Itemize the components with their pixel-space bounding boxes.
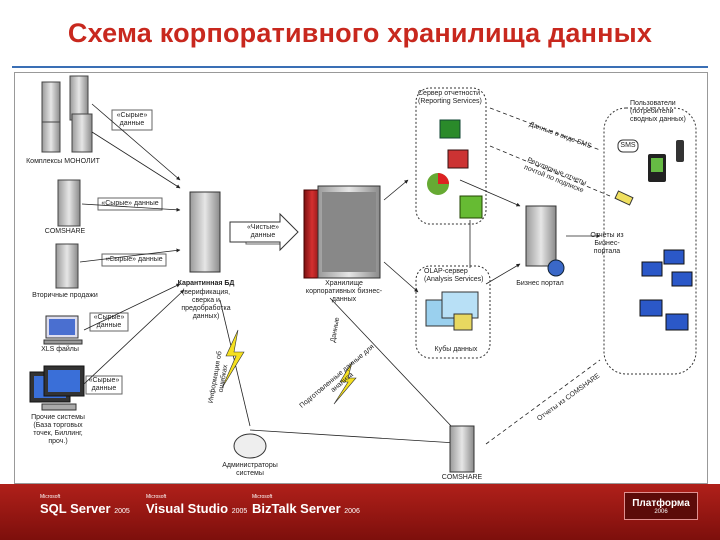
report-icons xyxy=(427,119,483,219)
sms-bubble xyxy=(617,139,639,153)
users-cluster xyxy=(603,107,697,375)
clean-data-arrow xyxy=(229,212,299,252)
reporting-cluster xyxy=(415,87,487,225)
label-comshare-bottom: COMSHARE xyxy=(441,474,483,481)
label-sms: SMS xyxy=(620,142,636,149)
label-sales: Вторичные продажи xyxy=(32,292,98,299)
platform-year: 2006 xyxy=(654,509,668,515)
footer-sql-server: SQL Server 2005 xyxy=(40,501,130,516)
footer-vendor-1: Microsoft xyxy=(40,494,61,500)
label-users: Пользователи (потребители сводных данных… xyxy=(630,100,686,123)
olap-cluster xyxy=(415,265,491,359)
label-raw-4: «Сырые» данные xyxy=(93,314,125,329)
footer-vendor-2: Microsoft xyxy=(146,494,167,500)
comshare-server-bottom xyxy=(449,425,475,473)
lightning-left xyxy=(221,329,245,389)
laptop-icons xyxy=(639,249,693,331)
footer-biztalk: BizTalk Server 2006 xyxy=(252,501,360,516)
label-olap: OLAP-сервер (Analysis Services) xyxy=(424,268,484,283)
title-divider xyxy=(12,66,708,68)
label-xls: XLS файлы xyxy=(41,346,79,353)
label-reports-portal: Отчеты из Бизнес-портала xyxy=(590,232,624,255)
label-comshare-left: COMSHARE xyxy=(44,228,86,235)
label-raw-5: «Сырые» данные xyxy=(88,377,120,392)
other-systems-computers xyxy=(29,365,85,411)
data-cube xyxy=(425,291,479,331)
sales-server xyxy=(55,243,79,289)
quarantine-server xyxy=(189,191,221,273)
label-quarantine: Карантинная БД xyxy=(177,280,235,287)
slide-title: Схема корпоративного хранилища данных xyxy=(67,18,653,48)
platform-name: Платформа xyxy=(632,498,690,509)
label-raw-3: «Сырые» данные xyxy=(105,256,163,263)
mail-icon xyxy=(614,190,634,206)
label-cubes: Кубы данных xyxy=(434,346,478,353)
label-raw-2: «Сырые» данные xyxy=(101,200,159,207)
label-warehouse: Хранилище корпоративных бизнес-данных xyxy=(305,280,383,303)
label-other-systems: Прочие системы (База торговых точек, Бил… xyxy=(31,414,85,445)
xls-computer xyxy=(43,315,83,345)
label-monolit: Комплексы МОНОЛИТ xyxy=(26,158,100,165)
globe-icon xyxy=(547,259,565,277)
footer-visual-studio: Visual Studio 2005 xyxy=(146,501,248,516)
phone-icon xyxy=(676,140,684,162)
lightning-right xyxy=(333,361,357,405)
comshare-server-left xyxy=(57,179,81,227)
monolit-servers xyxy=(41,75,93,153)
platform-badge: Платформа 2006 xyxy=(624,492,698,520)
portal-server xyxy=(525,205,557,267)
label-reporting: Сервер отчетности (Reporting Services) xyxy=(418,90,482,105)
label-admins: Администраторы системы xyxy=(222,462,278,477)
label-quarantine-sub: (верификация, сверка и предобработка дан… xyxy=(181,289,231,320)
product-footer: Microsoft SQL Server 2005 Microsoft Visu… xyxy=(0,484,720,540)
label-raw-1: «Сырые» данные xyxy=(116,112,148,127)
label-portal: Бизнес портал xyxy=(516,280,564,287)
footer-vendor-3: Microsoft xyxy=(252,494,273,500)
label-clean: «Чистые» данные xyxy=(247,224,279,239)
admin-icon xyxy=(233,433,267,459)
warehouse-server xyxy=(303,185,381,279)
